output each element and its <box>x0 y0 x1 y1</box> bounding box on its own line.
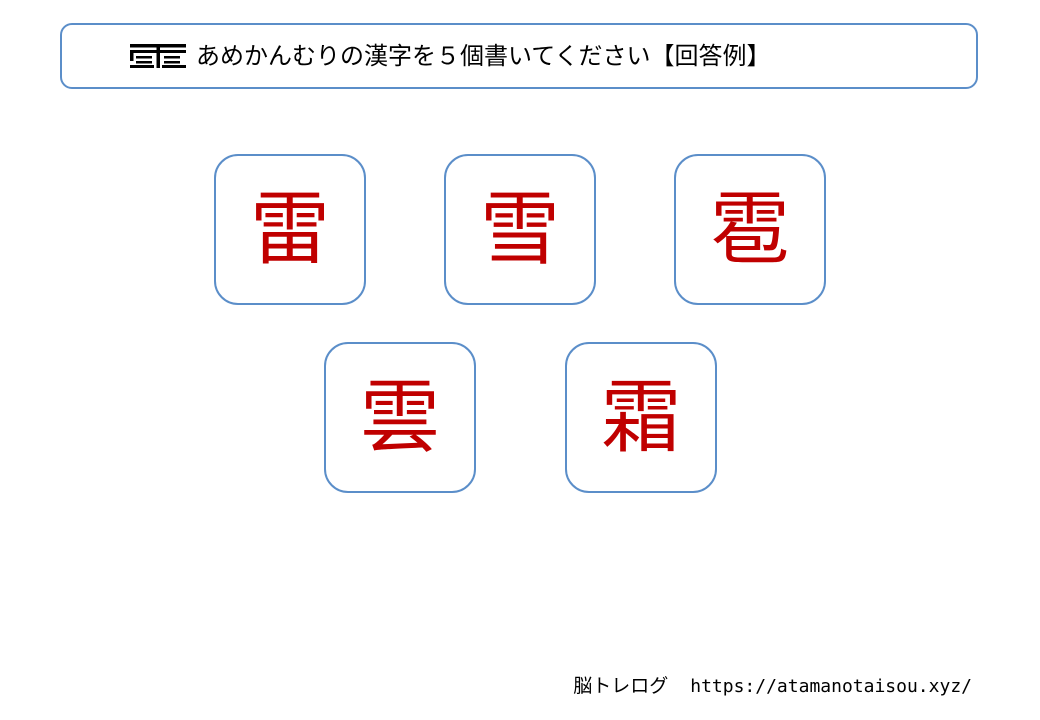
answer-kanji: 雪 <box>480 182 560 276</box>
answer-card-5: 霜 <box>565 342 717 493</box>
answer-card-3: 雹 <box>674 154 826 305</box>
footer: 脳トレログ https://atamanotaisou.xyz/ <box>573 674 972 699</box>
answer-card-1: 雷 <box>214 154 366 305</box>
site-url-link[interactable]: https://atamanotaisou.xyz/ <box>690 676 972 697</box>
answer-kanji: 雹 <box>710 182 790 276</box>
answer-kanji: 雷 <box>250 182 330 276</box>
site-name: 脳トレログ <box>573 675 669 697</box>
answer-card-2: 雪 <box>444 154 596 305</box>
answer-card-4: 雲 <box>324 342 476 493</box>
amekanmuri-radical-icon <box>130 44 186 68</box>
title-banner: あめかんむりの漢字を５個書いてください【回答例】 <box>60 23 978 89</box>
page-title: あめかんむりの漢字を５個書いてください【回答例】 <box>196 42 771 70</box>
answer-kanji: 雲 <box>360 370 440 464</box>
answer-kanji: 霜 <box>601 370 681 464</box>
